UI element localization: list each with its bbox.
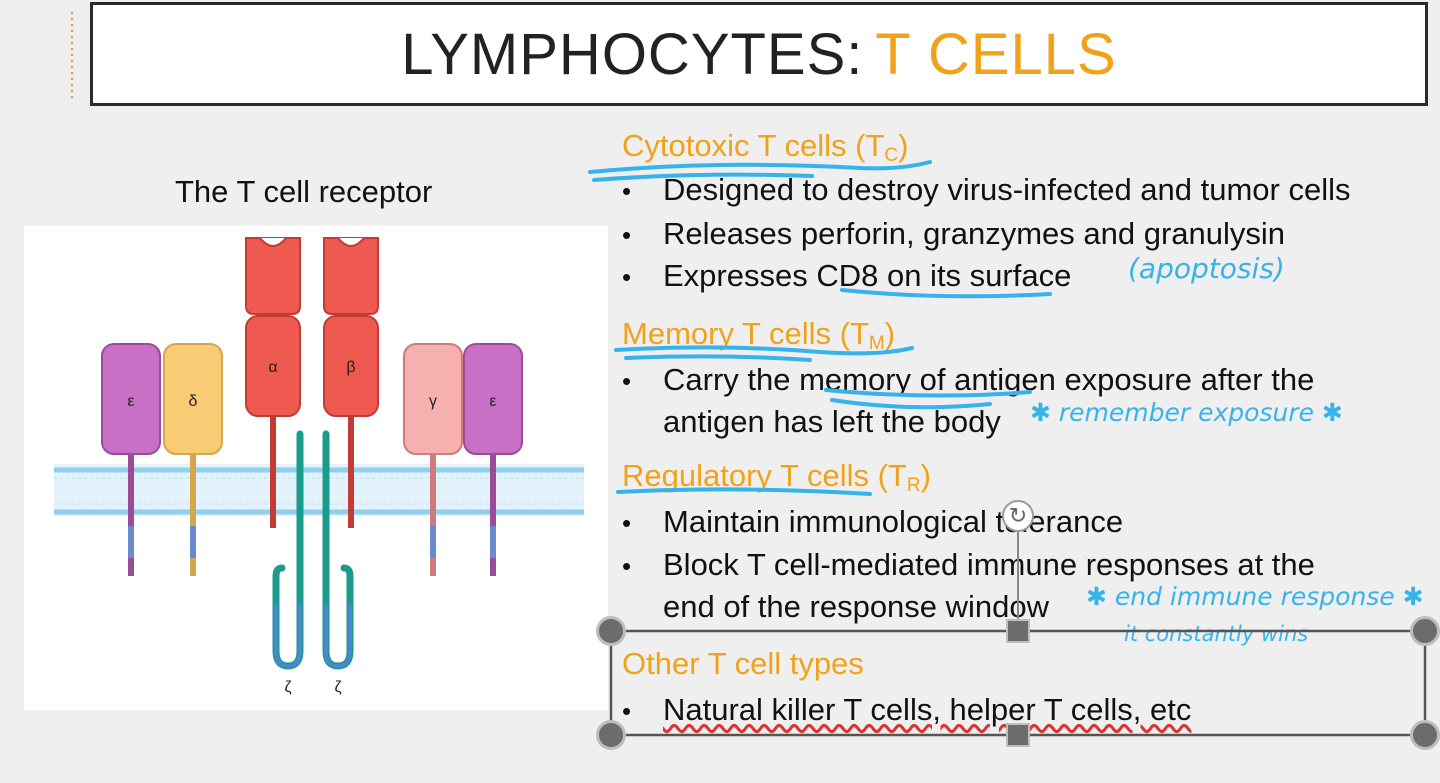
resize-handle-bottom-right[interactable] bbox=[1410, 720, 1440, 750]
bullet-continuation: end of the response window bbox=[663, 589, 1050, 624]
heading-memory: Memory T cells (TM) bbox=[622, 316, 896, 354]
cd3-epsilon-left: ε bbox=[101, 343, 161, 576]
bullet-item: •Natural killer T cells, helper T cells,… bbox=[622, 692, 1192, 727]
resize-handle-top-left[interactable] bbox=[596, 616, 626, 646]
bullet-continuation: antigen has left the body bbox=[663, 404, 1001, 439]
tcr-diagram: ε δ α β bbox=[54, 237, 584, 696]
resize-handle-top[interactable] bbox=[1006, 619, 1030, 643]
cd3-gamma: γ bbox=[403, 343, 463, 576]
bullet-item: •Releases perforin, granzymes and granul… bbox=[622, 216, 1286, 251]
bullet-item: •Maintain immunological tolerance bbox=[622, 504, 1124, 539]
ink-remember: ✱ remember exposure ✱ bbox=[1030, 398, 1343, 427]
cd3-epsilon-right: ε bbox=[463, 343, 523, 576]
resize-handle-bottom[interactable] bbox=[1006, 723, 1030, 747]
title-part2: T CELLS bbox=[875, 21, 1117, 87]
dotted-guide bbox=[70, 10, 74, 102]
tcr-figure[interactable]: ε δ α β bbox=[24, 226, 608, 710]
label-alpha: α bbox=[268, 359, 277, 376]
ink-end-immune: ✱ end immune response ✱ bbox=[1086, 582, 1424, 611]
bullet-item: •Carry the memory of antigen exposure af… bbox=[622, 362, 1315, 397]
resize-handle-bottom-left[interactable] bbox=[596, 720, 626, 750]
heading-other: Other T cell types bbox=[622, 646, 864, 681]
label-zeta-left: ζ bbox=[284, 679, 291, 696]
ink-apoptosis: (apoptosis) bbox=[1128, 252, 1285, 285]
title-part1: LYMPHOCYTES: bbox=[401, 21, 864, 87]
bullet-item: •Block T cell-mediated immune responses … bbox=[622, 547, 1315, 582]
tcr-alpha-chain: α bbox=[245, 237, 301, 528]
cd3-delta: δ bbox=[163, 343, 223, 576]
label-zeta-right: ζ bbox=[334, 679, 341, 696]
figure-caption: The T cell receptor bbox=[175, 174, 433, 209]
label-delta: δ bbox=[189, 393, 198, 410]
tcr-beta-chain: β bbox=[323, 237, 379, 528]
label-gamma: γ bbox=[429, 393, 437, 410]
heading-regulatory: Regulatory T cells (TR) bbox=[622, 458, 931, 496]
cd3-zeta-chains: ζ ζ bbox=[272, 430, 354, 696]
resize-handle-top-right[interactable] bbox=[1410, 616, 1440, 646]
label-epsilon-right: ε bbox=[489, 393, 496, 410]
label-epsilon-left: ε bbox=[127, 393, 134, 410]
rotate-handle[interactable]: ↻ bbox=[1002, 500, 1034, 532]
heading-cytotoxic: Cytotoxic T cells (TC) bbox=[622, 128, 909, 166]
bullet-item: •Designed to destroy virus-infected and … bbox=[622, 172, 1351, 207]
label-beta: β bbox=[346, 359, 355, 376]
bullet-item: •Expresses CD8 on its surface bbox=[622, 258, 1072, 293]
slide-title-box[interactable]: LYMPHOCYTES: T CELLS bbox=[90, 2, 1428, 106]
ink-constantly: it constantly wins bbox=[1124, 622, 1309, 646]
